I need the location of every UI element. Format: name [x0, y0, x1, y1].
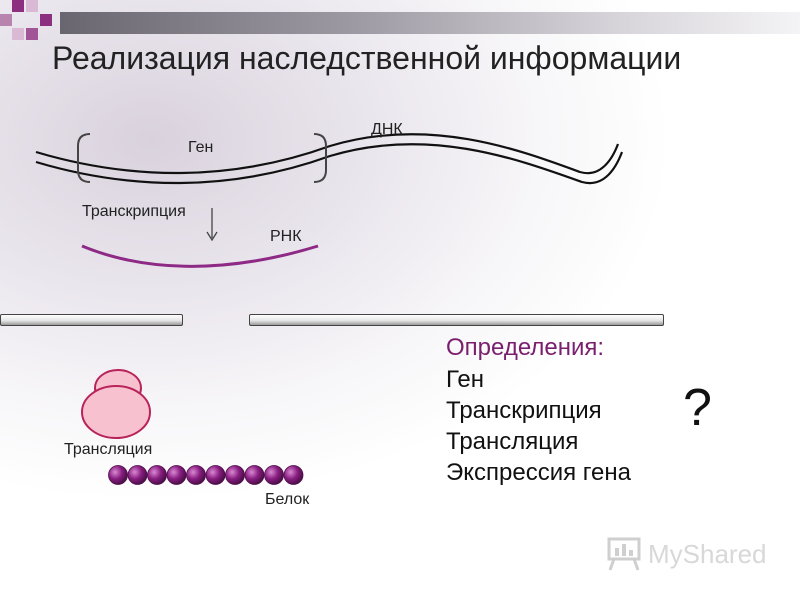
decor-square: [26, 28, 38, 40]
gene-label: Ген: [188, 139, 214, 156]
presentation-board-icon: [607, 537, 641, 571]
definitions-heading: Определения:: [446, 334, 605, 361]
decor-square: [0, 14, 12, 26]
header-gradient-bar: [60, 12, 800, 34]
decor-square: [40, 14, 52, 26]
protein-bead: [166, 465, 187, 485]
slide-title: Реализация наследственной информации: [52, 40, 682, 76]
protein-bead: [147, 465, 167, 485]
definition-item: Транскрипция: [446, 397, 602, 424]
watermark-text: MyShared: [648, 538, 767, 569]
decor-square: [12, 0, 24, 12]
protein-bead: [127, 465, 148, 485]
decor-square: [26, 0, 38, 12]
dna-strand-bottom: [35, 143, 624, 185]
protein-chain: [108, 465, 304, 485]
transcription-label: Транскрипция: [82, 203, 186, 220]
protein-bead: [108, 465, 128, 485]
protein-bead: [264, 465, 284, 485]
gene-bracket-left: [77, 133, 91, 183]
protein-label: Белок: [265, 491, 310, 508]
arrow-down-icon: [206, 208, 218, 242]
divider-bar-right: [249, 314, 664, 326]
definitions-block: Определения: Ген Транскрипция Трансляция…: [446, 332, 631, 488]
question-mark: ?: [683, 379, 712, 437]
divider-bar-left: [0, 314, 183, 326]
gene-bracket-right: [313, 133, 327, 183]
rna-strand: [81, 244, 319, 268]
dna-strand-top: [35, 133, 620, 175]
definition-item: Ген: [446, 366, 484, 393]
protein-bead: [283, 465, 304, 485]
rna-label: РНК: [270, 228, 302, 245]
decor-square: [12, 28, 24, 40]
watermark-logo: MyShared: [606, 536, 767, 572]
protein-bead: [186, 465, 206, 485]
dna-label: ДНК: [371, 121, 403, 138]
definition-item: Экспрессия гена: [446, 459, 631, 486]
protein-bead: [225, 465, 245, 485]
protein-bead: [244, 465, 265, 485]
protein-bead: [205, 465, 226, 485]
definition-item: Трансляция: [446, 428, 579, 455]
ribosome-icon: [81, 369, 151, 439]
translation-label: Трансляция: [64, 441, 153, 458]
